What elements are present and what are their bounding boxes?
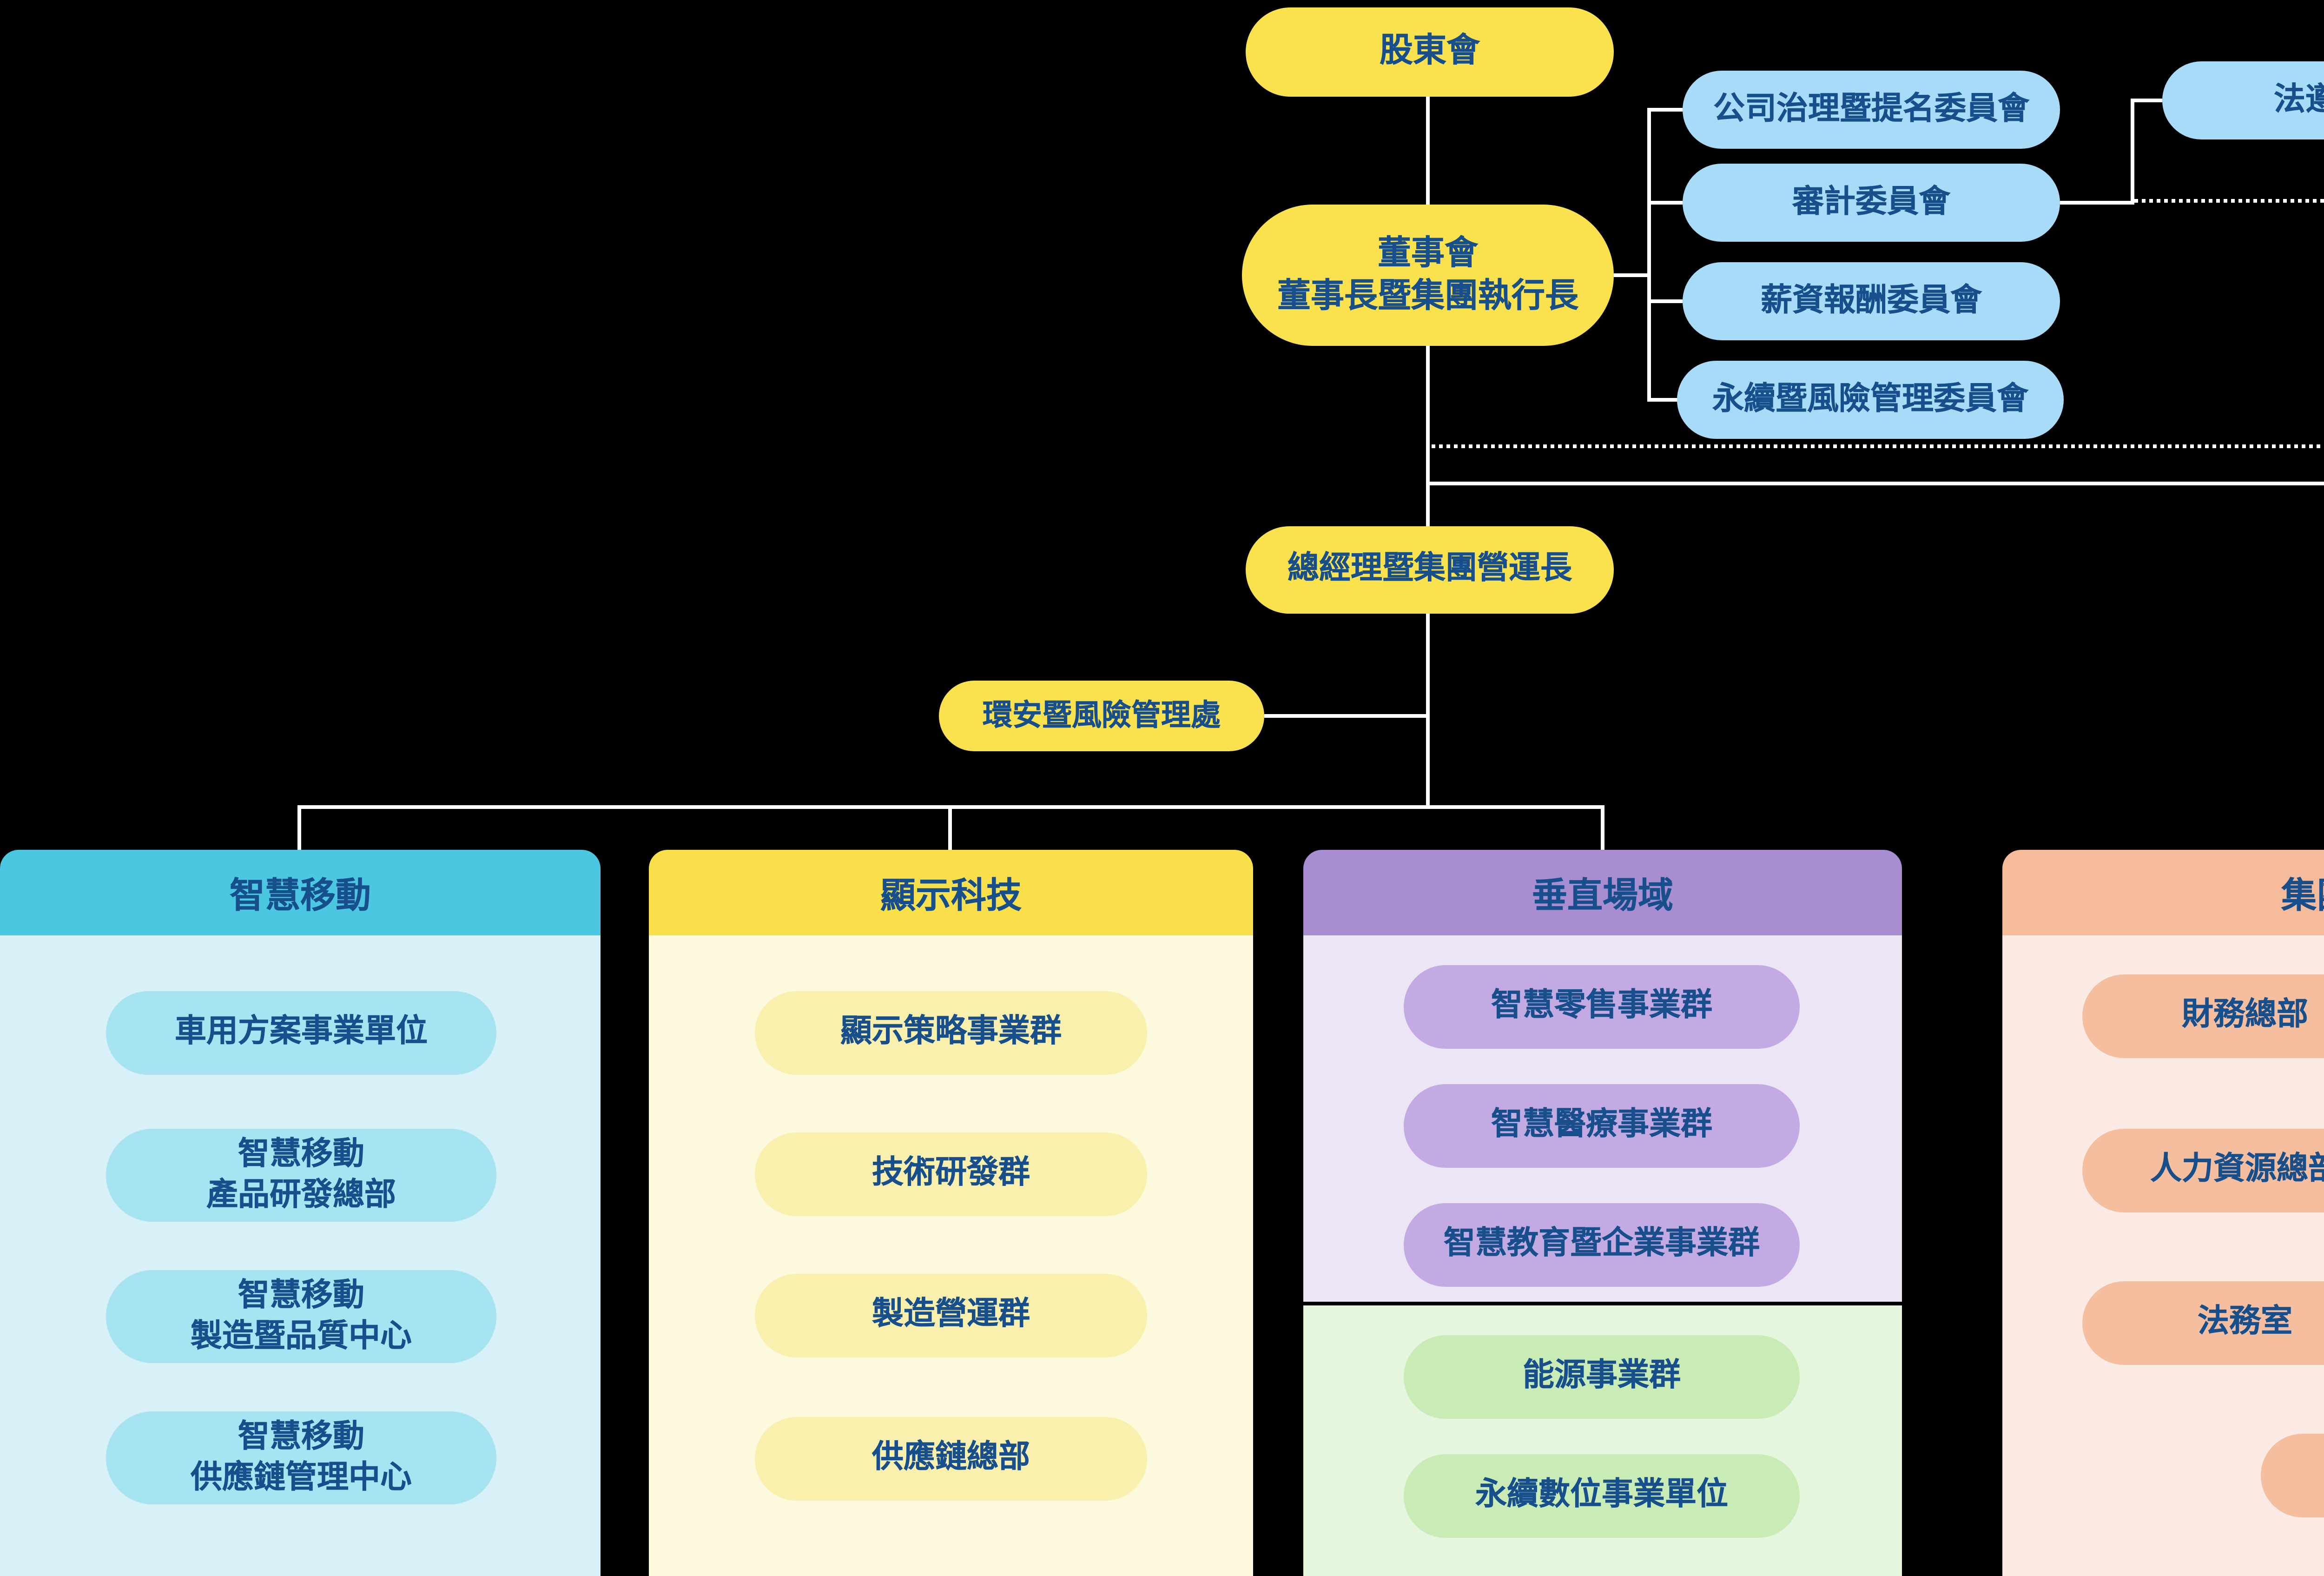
node-president-group-coo: 總經理暨集團營運長	[1246, 526, 1614, 614]
node-shareholders-meeting: 股東會	[1246, 7, 1614, 97]
connector-shareholders-board	[1426, 97, 1430, 205]
unit-mobility-mfg-quality: 智慧移動 製造暨品質中心	[106, 1270, 496, 1363]
unit-technology-rd: 技術研發群	[755, 1132, 1147, 1216]
connector-audit-right	[2060, 201, 2134, 205]
unit-human-resources-hq: 人力資源總部	[2082, 1129, 2324, 1212]
connector-esh	[1264, 714, 1426, 718]
group-smart-mobility-title: 智慧移動	[0, 850, 601, 935]
node-board-of-directors: 董事會 董事長暨集團執行長	[1242, 205, 1614, 346]
group-vertical-domains-title: 垂直場域	[1303, 850, 1902, 935]
connector-committee-stub-2	[1647, 201, 1683, 205]
unit-energy: 能源事業群	[1404, 1335, 1800, 1419]
unit-manufacturing-ops: 製造營運群	[755, 1274, 1147, 1357]
unit-display-strategy: 顯示策略事業群	[755, 991, 1147, 1075]
unit-finance-hq: 財務總部	[2082, 974, 2324, 1058]
connector-branch-support	[1426, 482, 2324, 485]
connector-committee-stub-3	[1647, 299, 1683, 303]
node-esh-risk-management-office: 環安暨風險管理處	[939, 681, 1264, 751]
connector-drop-mobility	[297, 805, 301, 850]
group-display-technology: 顯示科技 顯示策略事業群 技術研發群 製造營運群 供應鏈總部	[649, 850, 1253, 1576]
unit-smart-retail: 智慧零售事業群	[1404, 965, 1800, 1049]
connector-drop-display	[948, 805, 952, 850]
node-committee-governance-nomination: 公司治理暨提名委員會	[1683, 71, 2060, 149]
unit-smart-medical: 智慧醫療事業群	[1404, 1084, 1800, 1168]
node-committee-compensation: 薪資報酬委員會	[1683, 262, 2060, 340]
node-committee-audit: 審計委員會	[1683, 164, 2060, 242]
node-committee-sustainability-risk: 永續暨風險管理委員會	[1677, 361, 2064, 439]
group-display-technology-title: 顯示科技	[649, 850, 1253, 935]
group-operations-support-title: 集團營運支援單位	[2002, 850, 2324, 935]
connector-committee-stub-4	[1647, 398, 1679, 402]
unit-mobility-product-rd: 智慧移動 產品研發總部	[106, 1129, 496, 1222]
node-chief-compliance-counsel: 法遵總顧問	[2162, 61, 2324, 139]
connector-committee-stub-1	[1647, 108, 1683, 112]
connector-president-down	[1426, 614, 1430, 809]
connector-audit-compliance	[2131, 99, 2134, 205]
unit-smart-education-enterprise: 智慧教育暨企業事業群	[1404, 1203, 1800, 1287]
connector-dotted-compliance-return	[1426, 444, 2324, 448]
connector-drop-vertical	[1601, 805, 1604, 850]
group-smart-mobility: 智慧移動 車用方案事業單位 智慧移動 產品研發總部 智慧移動 製造暨品質中心 智…	[0, 850, 601, 1576]
unit-mobility-supply-chain: 智慧移動 供應鏈管理中心	[106, 1411, 496, 1504]
connector-compliance-left	[2131, 99, 2162, 102]
unit-legal-office: 法務室	[2082, 1281, 2324, 1365]
unit-supply-chain-hq: 供應鏈總部	[755, 1417, 1147, 1501]
unit-internal-audit-office: 稽核管理處	[2261, 1434, 2324, 1517]
connector-dotted-audit-edge	[2134, 199, 2324, 203]
group-operations-support: 集團營運支援單位 財務總部 數位技術發展總部 人力資源總部 永續發展總部 法務室…	[2002, 850, 2324, 1576]
connector-board-president	[1426, 346, 1430, 526]
unit-automotive-solutions: 車用方案事業單位	[106, 991, 496, 1075]
connector-committee-bracket	[1647, 108, 1651, 402]
connector-board-bracket	[1614, 273, 1647, 277]
unit-sustainable-digital: 永續數位事業單位	[1404, 1454, 1800, 1538]
group-vertical-domains: 垂直場域 智慧零售事業群 智慧醫療事業群 智慧教育暨企業事業群 能源事業群 永續…	[1303, 850, 1902, 1576]
